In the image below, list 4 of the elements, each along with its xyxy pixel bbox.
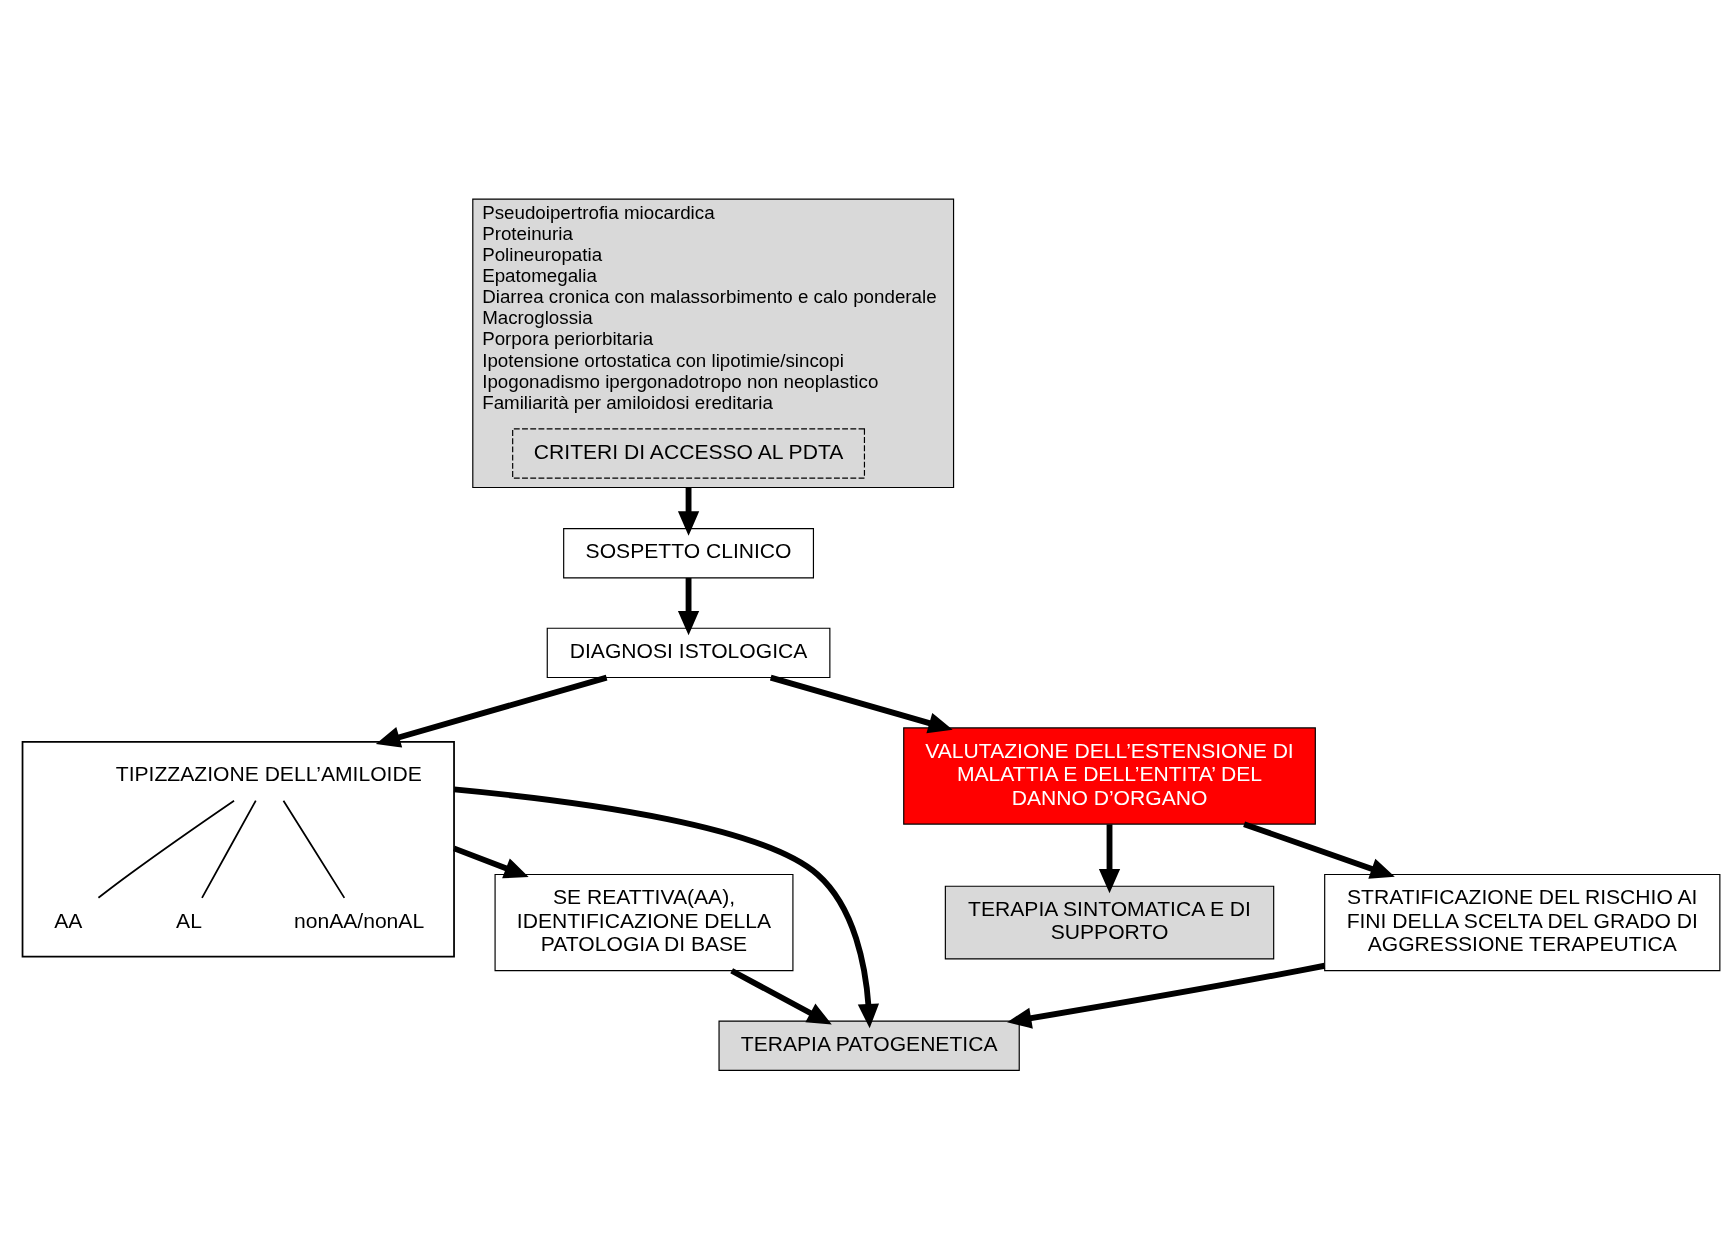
node-text: AL <box>176 908 202 932</box>
node-text: AA <box>54 908 83 932</box>
node-text: nonAA/nonAL <box>293 908 425 932</box>
node-text: TIPIZZAZIONE DELL’AMILOIDE <box>115 761 422 785</box>
